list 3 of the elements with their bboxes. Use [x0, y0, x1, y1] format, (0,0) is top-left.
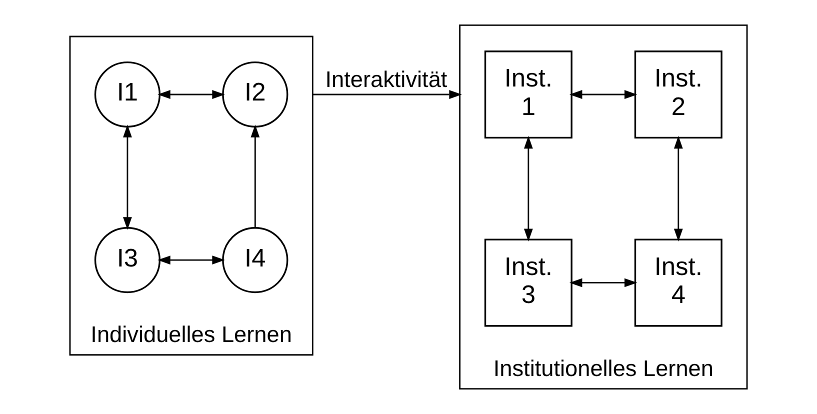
node-label: Individuelles Lernen — [90, 322, 292, 347]
node-label: Institutionelles Lernen — [493, 356, 714, 381]
edge-label: Interaktivität — [325, 67, 448, 92]
